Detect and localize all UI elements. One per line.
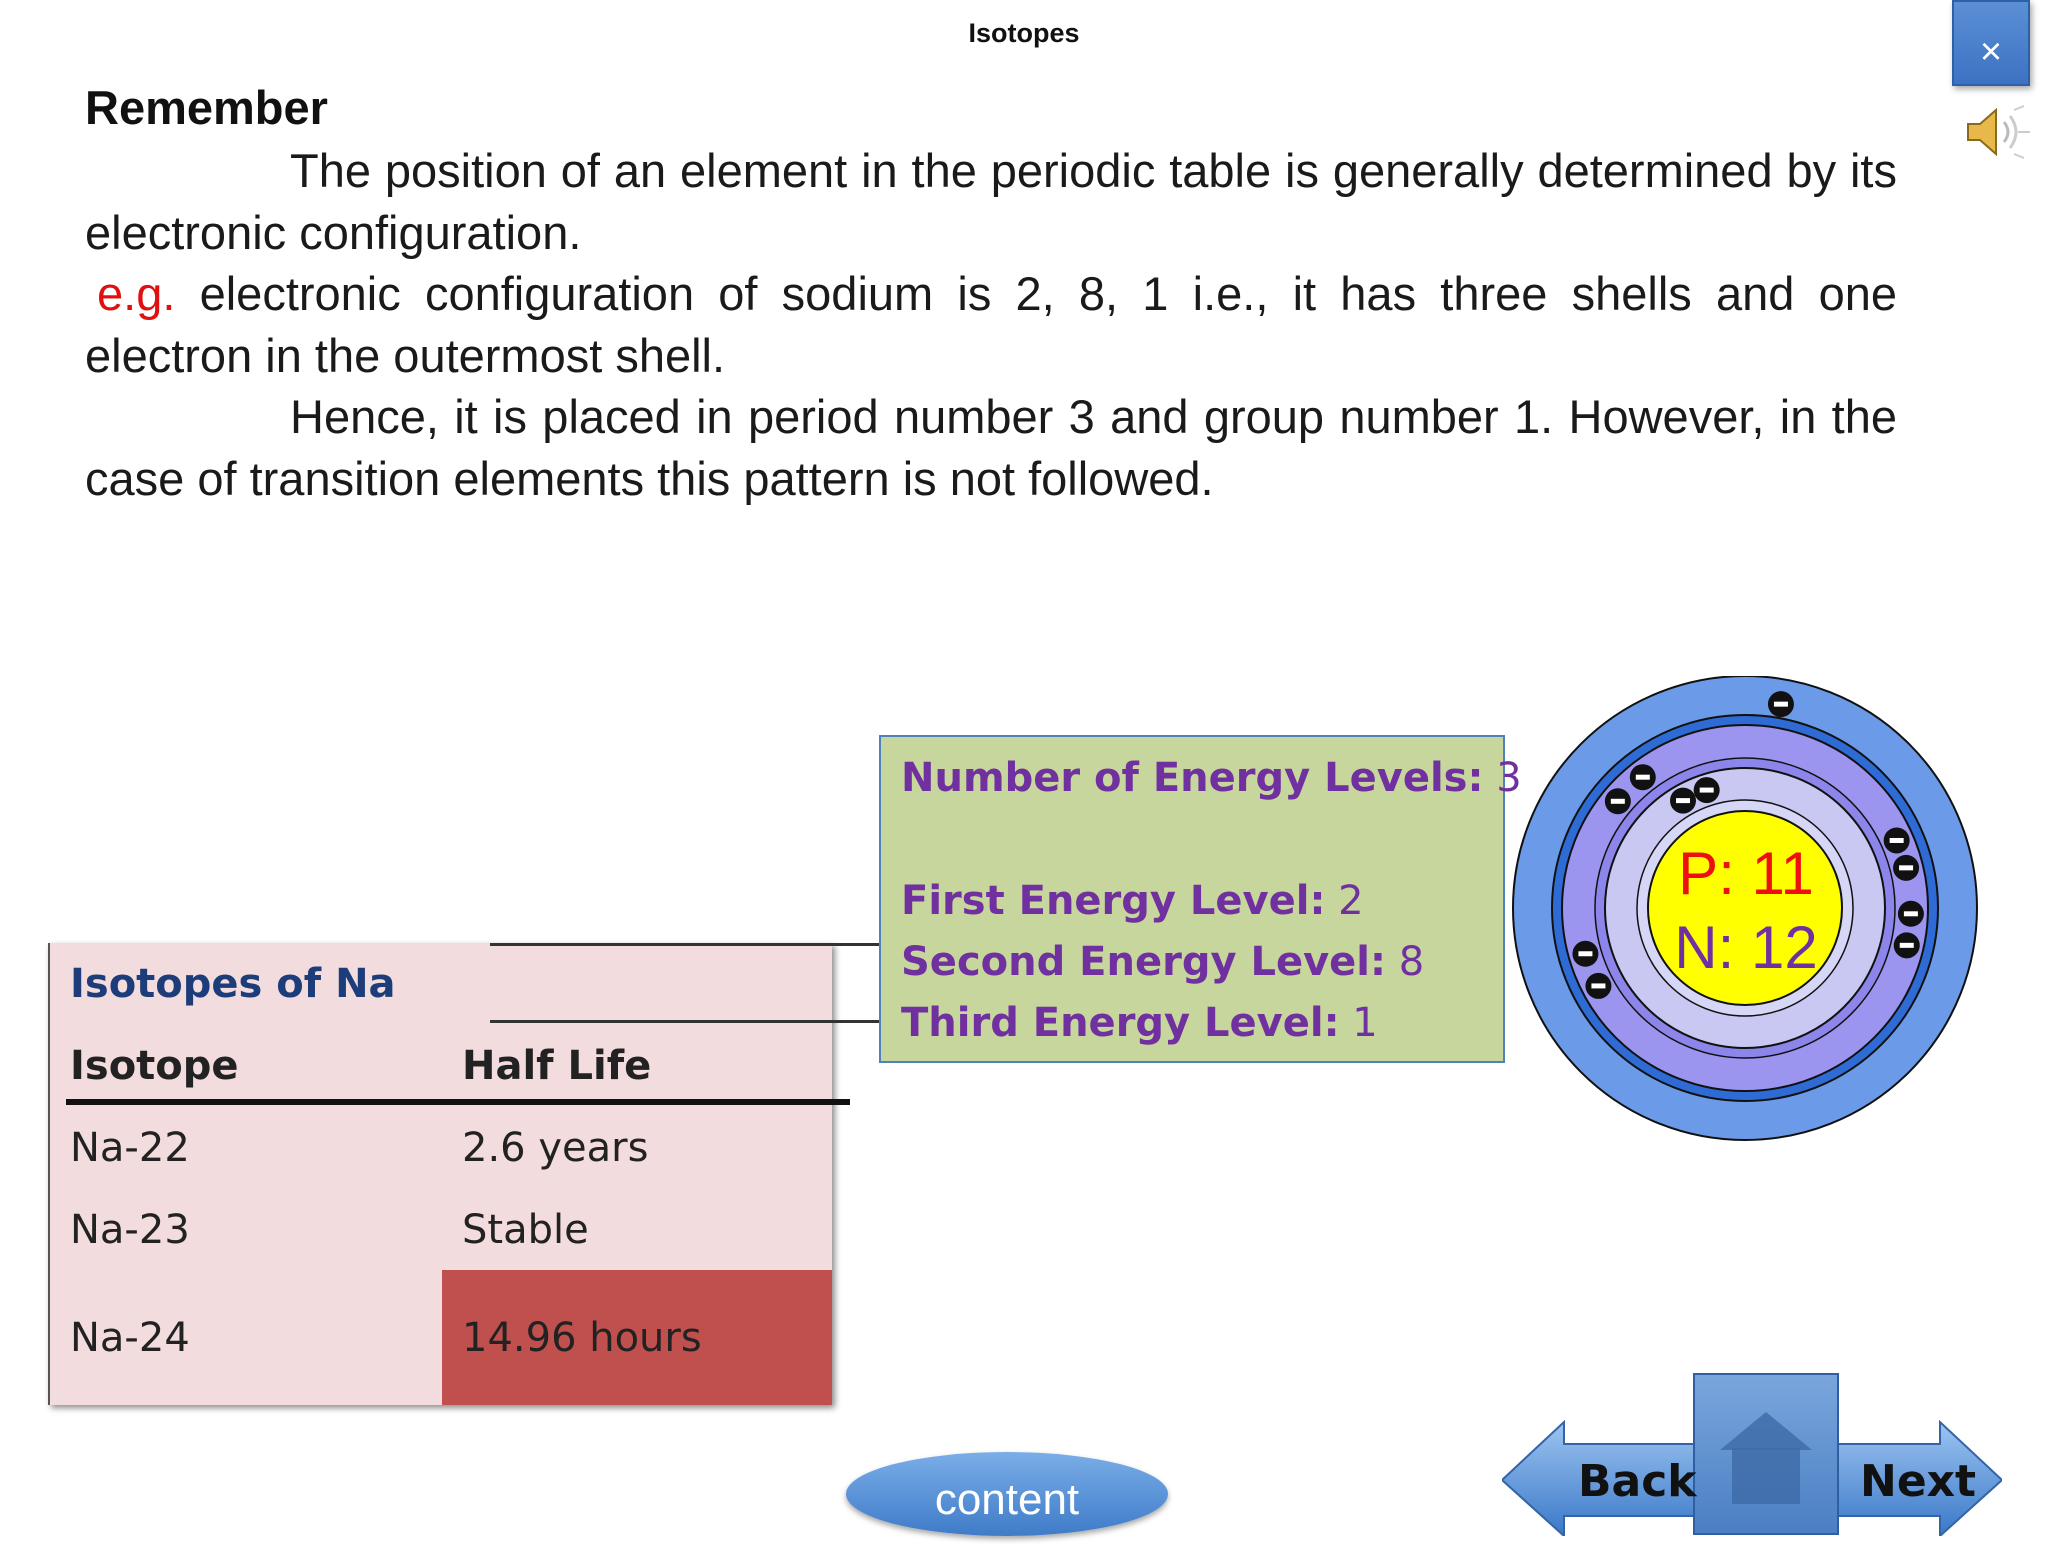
table-row-isotope: Na-23 bbox=[70, 1207, 190, 1253]
electron-minus-icon bbox=[1578, 951, 1593, 957]
highlight-cell bbox=[442, 1270, 832, 1405]
content-button[interactable]: content bbox=[846, 1452, 1168, 1536]
table-row-half-life: 2.6 years bbox=[462, 1125, 649, 1171]
electron-minus-icon bbox=[1899, 865, 1914, 871]
third-energy-level-label: Third Energy Level: bbox=[901, 1000, 1340, 1046]
energy-levels-box: Number of Energy Levels: 3 First Energy … bbox=[879, 735, 1522, 1063]
electron-minus-icon bbox=[1676, 798, 1690, 804]
energy-levels-total-value: 3 bbox=[1496, 755, 1522, 801]
neutrons-label: N: 12 bbox=[1674, 914, 1817, 981]
next-button[interactable]: Next bbox=[1860, 1456, 1977, 1507]
remember-heading: Remember bbox=[85, 81, 328, 134]
first-energy-level-value: 2 bbox=[1338, 878, 1364, 924]
electrons-group bbox=[1572, 691, 1924, 999]
table-title-box bbox=[490, 943, 882, 1023]
electron-minus-icon bbox=[1635, 774, 1650, 780]
speaker-icon[interactable] bbox=[1962, 102, 2032, 162]
second-energy-level: Second Energy Level: 8 bbox=[901, 939, 1424, 985]
close-button[interactable]: × bbox=[1952, 0, 2030, 86]
electron-minus-icon bbox=[1889, 837, 1904, 843]
third-energy-level-value: 1 bbox=[1352, 1000, 1378, 1046]
protons-label: P: 11 bbox=[1678, 840, 1814, 907]
electron-minus-icon bbox=[1699, 787, 1714, 793]
navigation-bar bbox=[1502, 1373, 2002, 1536]
paragraph-position-text: The position of an element in the period… bbox=[85, 144, 1897, 259]
home-icon bbox=[1720, 1412, 1812, 1504]
paragraph-example-text: electronic configuration of sodium is 2,… bbox=[85, 267, 1897, 382]
energy-levels-total: Number of Energy Levels: 3 bbox=[901, 755, 1522, 801]
electron-minus-icon bbox=[1903, 911, 1918, 917]
column-header-half-life: Half Life bbox=[462, 1043, 652, 1089]
table-row-isotope: Na-22 bbox=[70, 1125, 190, 1171]
eg-label: e.g. bbox=[97, 267, 176, 320]
second-energy-level-value: 8 bbox=[1398, 939, 1425, 985]
electron-minus-icon bbox=[1591, 983, 1606, 989]
table-row-isotope: Na-24 bbox=[70, 1315, 190, 1361]
electron-minus-icon bbox=[1773, 701, 1788, 707]
first-energy-level-label: First Energy Level: bbox=[901, 878, 1326, 924]
energy-levels-total-label: Number of Energy Levels: bbox=[901, 755, 1484, 801]
paragraph-position: The position of an element in the period… bbox=[85, 140, 1897, 263]
table-row-half-life: Stable bbox=[462, 1207, 589, 1253]
nucleus bbox=[1647, 810, 1843, 1006]
table-header-rule bbox=[66, 1099, 850, 1105]
third-energy-level: Third Energy Level: 1 bbox=[901, 1000, 1378, 1046]
paragraph-conclusion: Hence, it is placed in period number 3 a… bbox=[85, 386, 1897, 509]
isotope-table: Isotopes of Na Isotope Half Life Na-22 2… bbox=[48, 943, 882, 1405]
second-energy-level-label: Second Energy Level: bbox=[901, 939, 1386, 985]
paragraph-example: e.g. electronic configuration of sodium … bbox=[85, 263, 1897, 386]
electron-minus-icon bbox=[1899, 942, 1914, 948]
table-title: Isotopes of Na bbox=[70, 961, 396, 1007]
paragraph-conclusion-text: Hence, it is placed in period number 3 a… bbox=[85, 390, 1897, 505]
page-title: Isotopes bbox=[968, 18, 1080, 48]
atom-diagram: P: 11 N: 12 bbox=[1512, 676, 1978, 1141]
electron-minus-icon bbox=[1610, 798, 1625, 804]
column-header-isotope: Isotope bbox=[70, 1043, 239, 1089]
first-energy-level: First Energy Level: 2 bbox=[901, 878, 1364, 924]
back-button[interactable]: Back bbox=[1578, 1456, 1697, 1507]
table-row-half-life: 14.96 hours bbox=[462, 1315, 702, 1361]
